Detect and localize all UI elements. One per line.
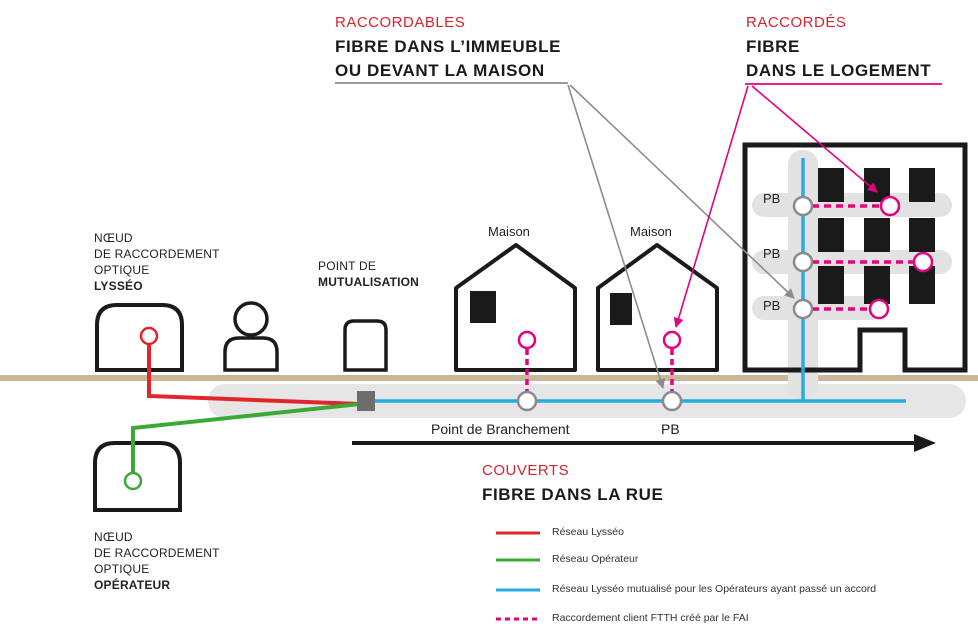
- nro-operateur-node: [123, 471, 143, 491]
- couverts-title: COUVERTS: [482, 462, 570, 479]
- raccordes-arrow-building: [751, 85, 878, 193]
- nro-lysseo-icon: [95, 303, 184, 372]
- person-icon: [223, 301, 279, 372]
- client-node-house-2: [662, 330, 682, 350]
- maison-1-label: Maison: [488, 224, 530, 239]
- pb-street-label: PB: [661, 421, 680, 437]
- client-node-floor-2: [912, 251, 934, 273]
- pb-node-house-2: [661, 390, 683, 412]
- house-1-icon: [454, 243, 577, 372]
- client-node-floor-1: [879, 195, 901, 217]
- couverts-line-1: FIBRE DANS LA RUE: [482, 485, 664, 504]
- raccordes-title: RACCORDÉS: [746, 14, 847, 31]
- nro-operateur-label: NŒUD DE RACCORDEMENT OPTIQUE OPÉRATEUR: [94, 530, 220, 592]
- point-branchement-label: Point de Branchement: [431, 421, 570, 437]
- pb-building-label-3: PB: [763, 298, 781, 313]
- nro-lysseo-label: NŒUD DE RACCORDEMENT OPTIQUE LYSSÉO: [94, 231, 220, 293]
- raccordables-title: RACCORDABLES: [335, 14, 466, 31]
- legend-item-mutualise: Réseau Lysséo mutualisé pour les Opérate…: [552, 583, 877, 595]
- legend-item-lysseo: Réseau Lysséo: [552, 526, 624, 538]
- raccordes-line-1: FIBRE: [746, 37, 800, 56]
- pb-node-house-1: [516, 390, 538, 412]
- pb-building-label-2: PB: [763, 246, 781, 261]
- reseau-operateur-line: [131, 402, 361, 473]
- house-2-icon: [596, 243, 719, 372]
- mutualisation-label: POINT DE MUTUALISATION: [318, 259, 420, 289]
- client-node-floor-3: [868, 298, 890, 320]
- nro-operateur-icon: [93, 441, 182, 512]
- nro-lysseo-node: [139, 326, 159, 346]
- raccordables-line-1: FIBRE DANS L’IMMEUBLE: [335, 37, 562, 56]
- raccordes-line-2: DANS LE LOGEMENT: [746, 61, 932, 80]
- mutualisation-cabinet-icon: [343, 319, 388, 372]
- ground-line: [0, 375, 978, 381]
- legend-item-operateur: Réseau Opérateur: [552, 553, 639, 565]
- raccordables-line-2: OU DEVANT LA MAISON: [335, 61, 545, 80]
- direction-arrow-head: [914, 434, 936, 452]
- raccordes-arrow-house: [673, 85, 749, 328]
- pb-node-floor-2: [792, 251, 814, 273]
- client-node-house-1: [517, 330, 537, 350]
- raccordables-arrow-pb: [567, 84, 666, 389]
- point-mutualisation-box: [357, 391, 375, 411]
- pb-building-label-1: PB: [763, 191, 781, 206]
- legend-item-ftth: Raccordement client FTTH créé par le FAI: [552, 612, 749, 624]
- building-icon: [742, 142, 968, 373]
- raccordables-arrow-building: [569, 84, 795, 299]
- pb-node-floor-1: [792, 195, 814, 217]
- pb-node-floor-3: [792, 298, 814, 320]
- maison-2-label: Maison: [630, 224, 672, 239]
- reseau-lysseo-line: [147, 345, 361, 406]
